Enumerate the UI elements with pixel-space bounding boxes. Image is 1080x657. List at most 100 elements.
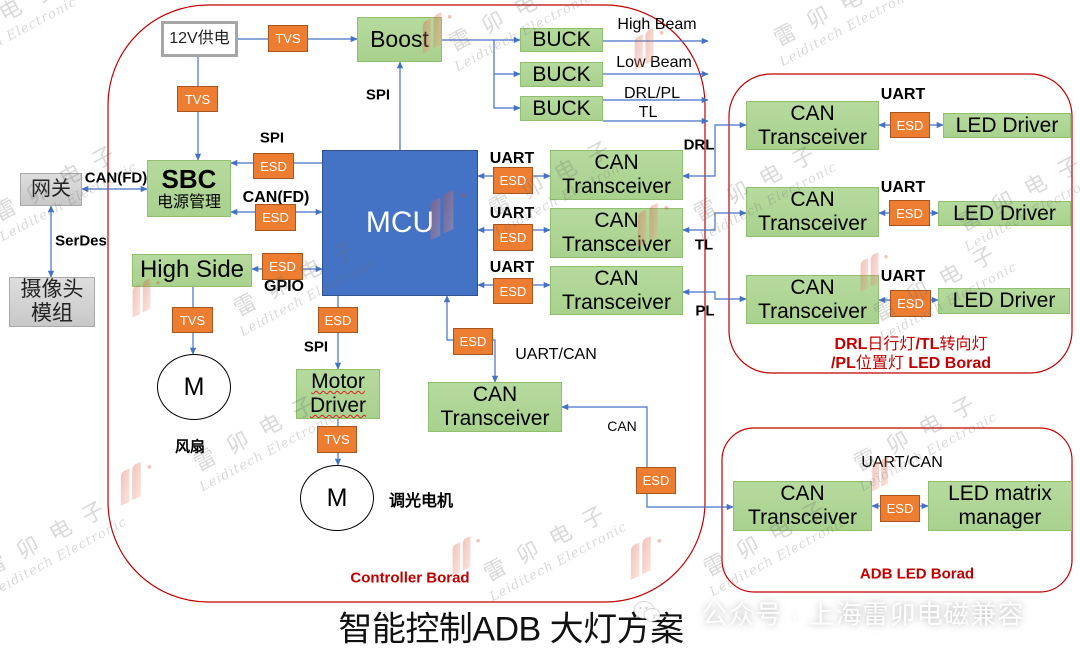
dimming-motor-symbol: M (300, 465, 374, 531)
high-beam-label: High Beam (617, 16, 697, 33)
tvs-motor: TVS (317, 426, 357, 453)
transceiver-line1: CAN (594, 151, 639, 174)
motor-symbol-label: M (183, 372, 205, 401)
pl-link-label: PL (695, 302, 715, 320)
label-segment: 转向灯 (939, 336, 988, 353)
adb-board-label: ADB LED Borad (859, 565, 975, 583)
esd-sbc-canfd: ESD (255, 204, 296, 231)
tvs-to-boost: TVS (268, 25, 308, 52)
can-transceiver-2: CAN Transceiver (550, 208, 683, 258)
led-driver-label: LED Driver (953, 201, 1056, 225)
sbc-subtitle: 电源管理 (156, 193, 221, 211)
adb-uart-can-label: UART/CAN (861, 454, 943, 471)
esd-can-bus: ESD (636, 467, 676, 494)
esd-label: ESD (499, 173, 527, 188)
gpio-label: GPIO (263, 278, 305, 295)
esd-label: ESD (324, 312, 352, 328)
mcu-label: MCU (365, 206, 435, 240)
transceiver-line2: Transceiver (440, 407, 550, 430)
drl-link-label: DRL (683, 136, 715, 154)
led-board-esd-1: ESD (890, 112, 930, 138)
motor-symbol-label: M (326, 483, 348, 512)
led-uart-label-2: UART (880, 179, 926, 196)
power-supply-12v: 12V供电 (161, 21, 238, 57)
can-transceiver-adb-link: CAN Transceiver (428, 382, 562, 432)
led-driver-1: LED Driver (943, 113, 1071, 138)
buck-block-3: BUCK (520, 96, 603, 121)
manager-line1: LED matrix (948, 482, 1052, 505)
page-title: 智能控制ADB 大灯方案 (338, 610, 684, 649)
buck-block-1: BUCK (520, 28, 603, 52)
camera-label-line1: 摄像头 (20, 278, 84, 301)
wire-boost-to-buck-3 (493, 74, 521, 112)
esd-adb-link: ESD (453, 328, 493, 355)
esd-label: ESD (262, 210, 289, 225)
tvs-label: TVS (179, 312, 206, 328)
esd-label: ESD (897, 296, 924, 311)
esd-label: ESD (499, 230, 527, 245)
led-board-transceiver-1: CAN Transceiver (746, 101, 879, 150)
mcu-block: MCU (322, 150, 478, 296)
tl-output-label: TL (638, 104, 658, 121)
transceiver-line2: Transceiver (562, 233, 671, 256)
motor-driver-block: Motor Driver (296, 369, 380, 419)
low-beam-label: Low Beam (616, 54, 692, 71)
high-side-label: High Side (139, 256, 245, 284)
wechat-account-watermark: 公众号 · 上海雷卯电磁兼容 (701, 599, 1025, 630)
manager-line2: manager (958, 506, 1042, 529)
motor-spi-label: SPI (303, 338, 329, 356)
wire-tl-link (682, 209, 747, 234)
transceiver-line1: CAN (594, 209, 639, 232)
motor-driver-line1: Motor (311, 370, 365, 393)
tvs-label: TVS (324, 432, 350, 447)
drl-pl-output-label: DRL/PL (623, 85, 681, 102)
led-board-esd-3: ESD (890, 290, 931, 317)
motor-driver-line2: Driver (310, 394, 366, 417)
can-bus-label: CAN (607, 418, 637, 434)
esd-sbc-spi: ESD (253, 153, 294, 179)
drl-board-label-line1: DRL日行灯/TL转向灯 (831, 335, 991, 354)
buck-block-2: BUCK (520, 62, 603, 87)
esd-label: ESD (269, 259, 296, 274)
sbc-title: SBC (161, 163, 217, 194)
esd-label: ESD (459, 334, 487, 349)
led-uart-label-1: UART (880, 86, 926, 103)
label-segment: /TL (915, 336, 940, 353)
wire-can-bus-to-adb-board (561, 403, 734, 511)
transceiver-line2: Transceiver (758, 125, 867, 149)
label-segment: LED Borad (903, 355, 992, 372)
power-supply-label: 12V供电 (169, 30, 230, 48)
esd-label: ESD (886, 501, 914, 516)
tvs-label: TVS (184, 91, 211, 107)
transceiver-line2: Transceiver (748, 506, 857, 529)
boost-label: Boost (370, 25, 429, 52)
esd-label: ESD (896, 205, 923, 221)
buck-label: BUCK (532, 28, 591, 52)
sbc-block: SBC 电源管理 (147, 160, 231, 217)
esd-label: ESD (499, 283, 527, 299)
esd-motor-spi: ESD (318, 307, 358, 333)
camera-label-line2: 模组 (31, 302, 73, 325)
fan-motor-symbol: M (157, 354, 231, 420)
led-matrix-manager: LED matrix manager (928, 481, 1072, 531)
wechat-icon (633, 601, 661, 622)
serdes-label: SerDes (55, 232, 107, 250)
led-driver-label: LED Driver (955, 113, 1059, 137)
camera-module-block: 摄像头 模组 (9, 277, 95, 327)
adb-board-transceiver: CAN Transceiver (733, 481, 872, 531)
can-transceiver-1: CAN Transceiver (550, 150, 683, 200)
tvs-label: TVS (275, 31, 301, 46)
uart-label-3: UART (489, 259, 535, 276)
transceiver-line1: CAN (790, 275, 835, 299)
label-segment: /PL (830, 355, 856, 372)
gateway-block: 网关 (20, 173, 82, 206)
high-side-block: High Side (132, 254, 252, 287)
sbc-spi-label: SPI (259, 129, 285, 147)
buck-label: BUCK (532, 96, 591, 120)
label-segment: DRL (834, 336, 868, 353)
esd-uart-1: ESD (493, 167, 533, 194)
label-segment: 位置灯 (855, 355, 904, 372)
wire-drl-link (682, 121, 747, 180)
gateway-canfd-label: CAN(FD) (84, 169, 148, 187)
drl-board-label: DRL日行灯/TL转向灯 /PL位置灯 LED Borad (831, 335, 991, 373)
